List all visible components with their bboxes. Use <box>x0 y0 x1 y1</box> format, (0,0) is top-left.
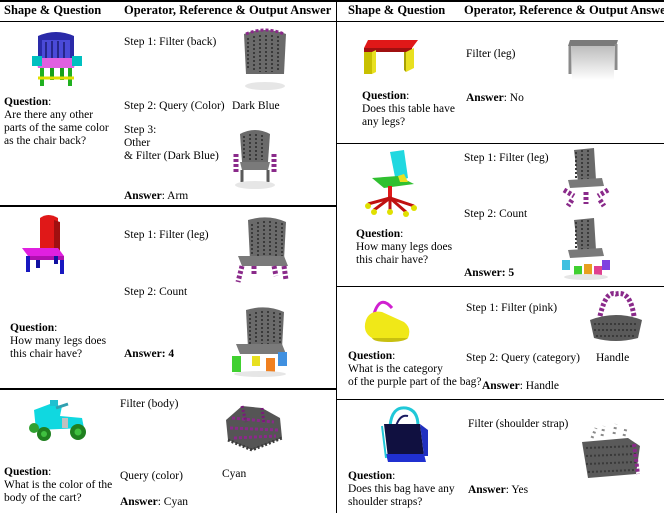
question-line: this chair have? <box>356 254 429 266</box>
pointcloud-chair-legs <box>235 217 289 283</box>
shape-cart-colored <box>29 400 86 441</box>
shape-office-chair-colored <box>365 150 417 217</box>
question-label: Question: <box>362 90 410 102</box>
pointcloud-office-chair-legs <box>562 148 610 208</box>
rule-left-1 <box>0 205 336 207</box>
answer-p5: Answer: 5 <box>464 267 515 279</box>
shape-armchair-colored <box>32 32 82 86</box>
question-line: What is the category <box>348 363 443 375</box>
header-rule <box>0 21 664 22</box>
step1-p6: Step 1: Filter (pink) <box>466 302 558 314</box>
question-line: What is the color of the <box>4 479 113 491</box>
question-label: Question: <box>348 350 396 362</box>
answer-p7: Answer: Yes <box>468 484 529 496</box>
question-label: Question: <box>356 228 404 240</box>
answer-p3: Answer: Cyan <box>120 496 189 508</box>
step2-p1: Step 2: Query (Color) <box>124 100 225 112</box>
question-block-p7: Question: Does this bag have any shoulde… <box>348 470 455 509</box>
question-label: Question: <box>10 322 58 334</box>
step1-p3: Filter (body) <box>120 398 179 410</box>
step2-p6: Step 2: Query (category) <box>466 352 581 364</box>
top-rule <box>0 0 664 2</box>
header-operator-left: Operator, Reference & Output Answer <box>124 3 332 17</box>
rule-right-3 <box>336 399 664 400</box>
pointcloud-office-chair-legs-counted <box>562 218 610 280</box>
rule-left-2 <box>0 388 336 390</box>
step1-p1: Step 1: Filter (back) <box>124 36 217 48</box>
question-line: How many legs does <box>10 335 107 347</box>
pointcloud-table-legs <box>568 40 618 80</box>
shape-tote-bag-colored <box>381 406 428 462</box>
question-label: Question: <box>4 466 52 478</box>
question-block-p6: Question: What is the category of the pu… <box>348 350 481 389</box>
question-line: Does this bag have any <box>348 483 455 495</box>
question-label: Question: <box>348 470 396 482</box>
step2-output-p1: Dark Blue <box>232 100 280 112</box>
question-line: Does this table have <box>362 103 455 115</box>
question-line: any legs? <box>362 116 406 128</box>
question-line: Are there any other <box>4 109 94 121</box>
answer-p2: Answer: 4 <box>124 348 175 360</box>
question-label: Question: <box>4 96 52 108</box>
question-block-p4: Question: Does this table have any legs? <box>362 90 455 129</box>
step3-p1: Step 3: Other & Filter (Dark Blue) <box>124 124 219 162</box>
step1-p2: Step 1: Filter (leg) <box>124 229 209 241</box>
question-block-p5: Question: How many legs does this chair … <box>356 228 452 267</box>
shape-chair-colored <box>22 215 64 274</box>
pointcloud-chair-arm <box>233 130 277 189</box>
question-line: body of the cart? <box>4 492 82 504</box>
step2-p2: Step 2: Count <box>124 286 188 298</box>
step1-p7: Filter (shoulder strap) <box>468 418 569 430</box>
header-shape-right: Shape & Question <box>348 3 446 17</box>
step2-output-p6: Handle <box>596 352 630 364</box>
shape-handbag-colored <box>364 300 410 342</box>
answer-p6: Answer: Handle <box>482 380 559 392</box>
pointcloud-bag-shoulder-strap <box>582 423 640 478</box>
header-shape-left: Shape & Question <box>4 3 102 17</box>
step2-p5: Step 2: Count <box>464 208 528 220</box>
pointcloud-chair-legs-counted <box>232 307 287 377</box>
step1-p4: Filter (leg) <box>466 48 516 60</box>
question-line: How many legs does <box>356 241 453 253</box>
pointcloud-handbag-handle <box>590 290 642 341</box>
question-block-p3: Question: What is the color of the body … <box>4 466 112 505</box>
question-line: as the chair back? <box>4 135 87 147</box>
question-block-p1: Question: Are there any other parts of t… <box>4 96 109 148</box>
step2-output-p3: Cyan <box>222 468 247 480</box>
rule-right-1 <box>336 143 664 144</box>
center-divider <box>336 0 337 513</box>
question-block-p2: Question: How many legs does this chair … <box>10 322 106 361</box>
question-line: shoulder straps? <box>348 496 423 508</box>
rule-right-2 <box>336 286 664 287</box>
shape-table-colored <box>364 40 418 74</box>
question-line: of the purple part of the bag? <box>348 376 482 388</box>
header-operator-right: Operator, Reference & Output Answer <box>464 3 664 17</box>
pointcloud-cart-body <box>226 405 283 452</box>
pointcloud-chair-back <box>244 28 286 90</box>
answer-p4: Answer: No <box>466 92 524 104</box>
step2-p3: Query (color) <box>120 470 183 482</box>
question-line: parts of the same color <box>4 122 109 134</box>
answer-p1: Answer: Arm <box>124 190 189 202</box>
step1-p5: Step 1: Filter (leg) <box>464 152 549 164</box>
question-line: this chair have? <box>10 348 83 360</box>
